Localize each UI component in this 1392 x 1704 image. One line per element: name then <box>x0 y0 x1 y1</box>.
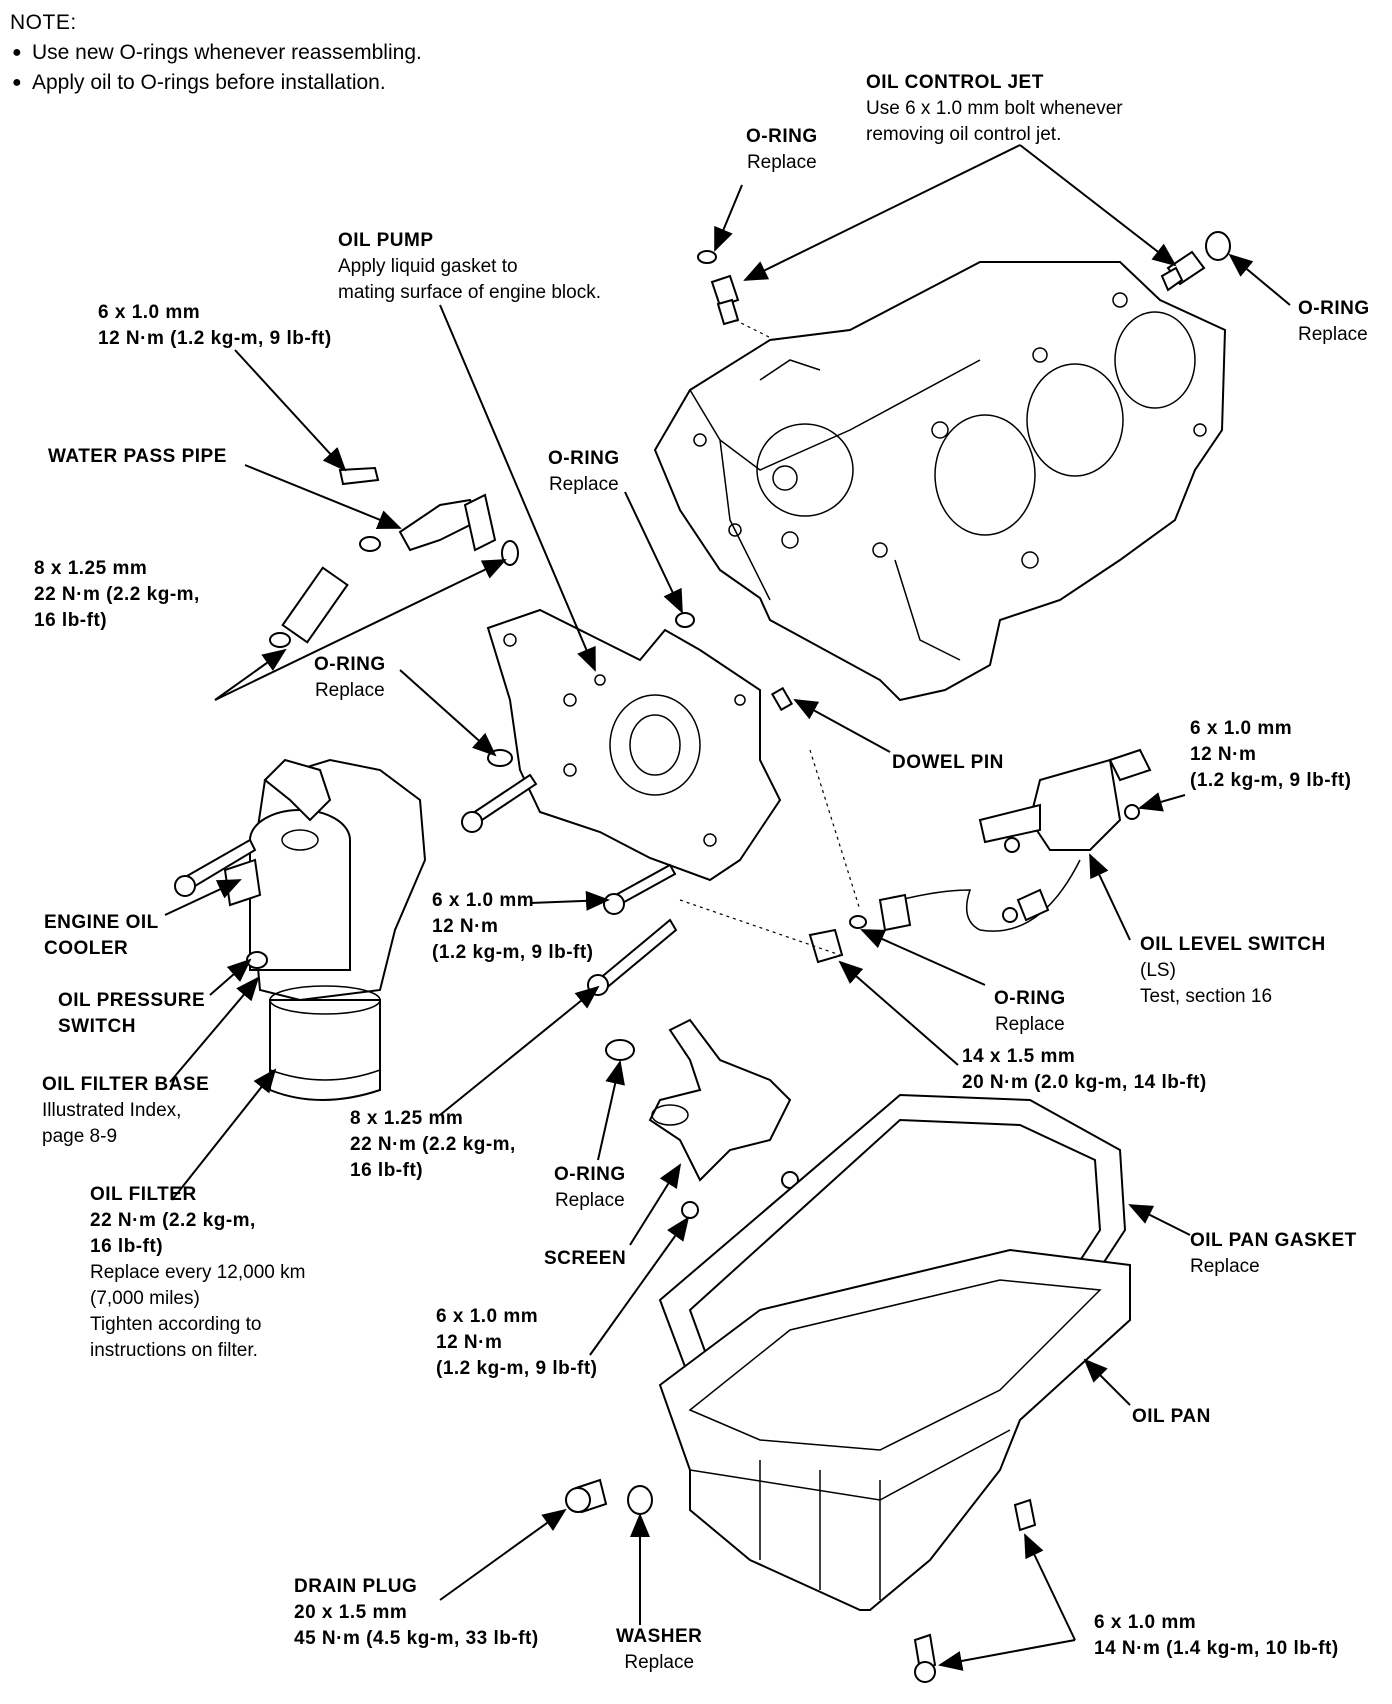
drain-plug-part <box>565 1478 608 1514</box>
oil-pump <box>486 608 782 882</box>
oil-control-jet <box>710 274 740 326</box>
label-oring-top: O-RING Replace <box>746 126 818 173</box>
bolts-pump <box>461 773 678 996</box>
oil-filter-base-assembly <box>174 758 427 1101</box>
label-oring-left: O-RING Replace <box>314 654 386 701</box>
engine-block <box>653 261 1227 702</box>
water-pass-pipe <box>269 466 519 648</box>
label-bolt-6x1-switch: 6 x 1.0 mm 12 N·m (1.2 kg-m, 9 lb-ft) <box>1190 718 1352 791</box>
label-water-pass-pipe: WATER PASS PIPE <box>48 446 227 467</box>
oring-screen-part <box>605 1039 635 1061</box>
label-oil-filter: OIL FILTER 22 N·m (2.2 kg-m, 16 lb-ft) R… <box>90 1184 306 1361</box>
label-engine-oil-cooler: ENGINE OIL COOLER <box>44 912 159 959</box>
leader-lines <box>164 144 1291 1671</box>
label-dowel-pin: DOWEL PIN <box>892 752 1004 773</box>
pan-bolts <box>913 1498 1037 1683</box>
label-oil-pump: OIL PUMP Apply liquid gasket to mating s… <box>338 230 601 303</box>
label-oring-middle: O-RING Replace <box>548 448 620 495</box>
label-oil-pan-gasket: OIL PAN GASKET Replace <box>1190 1230 1357 1277</box>
label-bolt-6x1-screen: 6 x 1.0 mm 12 N·m (1.2 kg-m, 9 lb-ft) <box>436 1306 598 1379</box>
alignment-lines <box>679 319 861 956</box>
oring-middle-part <box>675 612 695 628</box>
relief-plug <box>808 915 867 964</box>
label-bolt-14x15: 14 x 1.5 mm 20 N·m (2.0 kg-m, 14 lb-ft) <box>962 1046 1207 1093</box>
label-drain-plug: DRAIN PLUG 20 x 1.5 mm 45 N·m (4.5 kg-m,… <box>294 1576 539 1649</box>
oil-level-switch-part <box>878 748 1152 932</box>
oring-top-part <box>697 250 717 264</box>
dowel-pin-part <box>770 686 794 712</box>
label-oil-pan: OIL PAN <box>1132 1406 1211 1427</box>
oring-right-top-part <box>1205 231 1231 261</box>
note-bullet: Apply oil to O-rings before installation… <box>10 68 422 98</box>
label-oring-lower-right: O-RING Replace <box>994 988 1066 1035</box>
label-oil-level-switch: OIL LEVEL SWITCH (LS) Test, section 16 <box>1140 934 1326 1007</box>
label-oring-screen: O-RING Replace <box>554 1164 626 1211</box>
note-bullet: Use new O-rings whenever reassembling. <box>10 38 422 68</box>
washer-part <box>627 1485 653 1515</box>
label-screen: SCREEN <box>544 1248 627 1269</box>
label-oil-pressure-switch: OIL PRESSURE SWITCH <box>58 990 206 1037</box>
oil-control-jet-right <box>1160 250 1206 292</box>
label-oring-right-top: O-RING Replace <box>1298 298 1370 345</box>
label-bolt-8x125-center: 8 x 1.25 mm 22 N·m (2.2 kg-m, 16 lb-ft) <box>350 1108 516 1181</box>
screen-part <box>648 1018 799 1219</box>
label-bolt-6x1-pan: 6 x 1.0 mm 14 N·m (1.4 kg-m, 10 lb-ft) <box>1094 1612 1339 1659</box>
oil-pan-part <box>658 1248 1131 1611</box>
label-bolt-6x1-pump: 6 x 1.0 mm 12 N·m (1.2 kg-m, 9 lb-ft) <box>432 890 594 963</box>
label-bolt-6x1-water: 6 x 1.0 mm 12 N·m (1.2 kg-m, 9 lb-ft) <box>98 302 332 349</box>
note-heading: NOTE: <box>10 11 77 34</box>
label-oil-control-jet: OIL CONTROL JET Use 6 x 1.0 mm bolt when… <box>866 72 1123 145</box>
label-bolt-8x125-left: 8 x 1.25 mm 22 N·m (2.2 kg-m, 16 lb-ft) <box>34 558 200 631</box>
label-oil-filter-base: OIL FILTER BASE Illustrated Index, page … <box>42 1074 210 1147</box>
label-washer: WASHER Replace <box>616 1626 703 1673</box>
note-block: NOTE: Use new O-rings whenever reassembl… <box>10 8 422 98</box>
